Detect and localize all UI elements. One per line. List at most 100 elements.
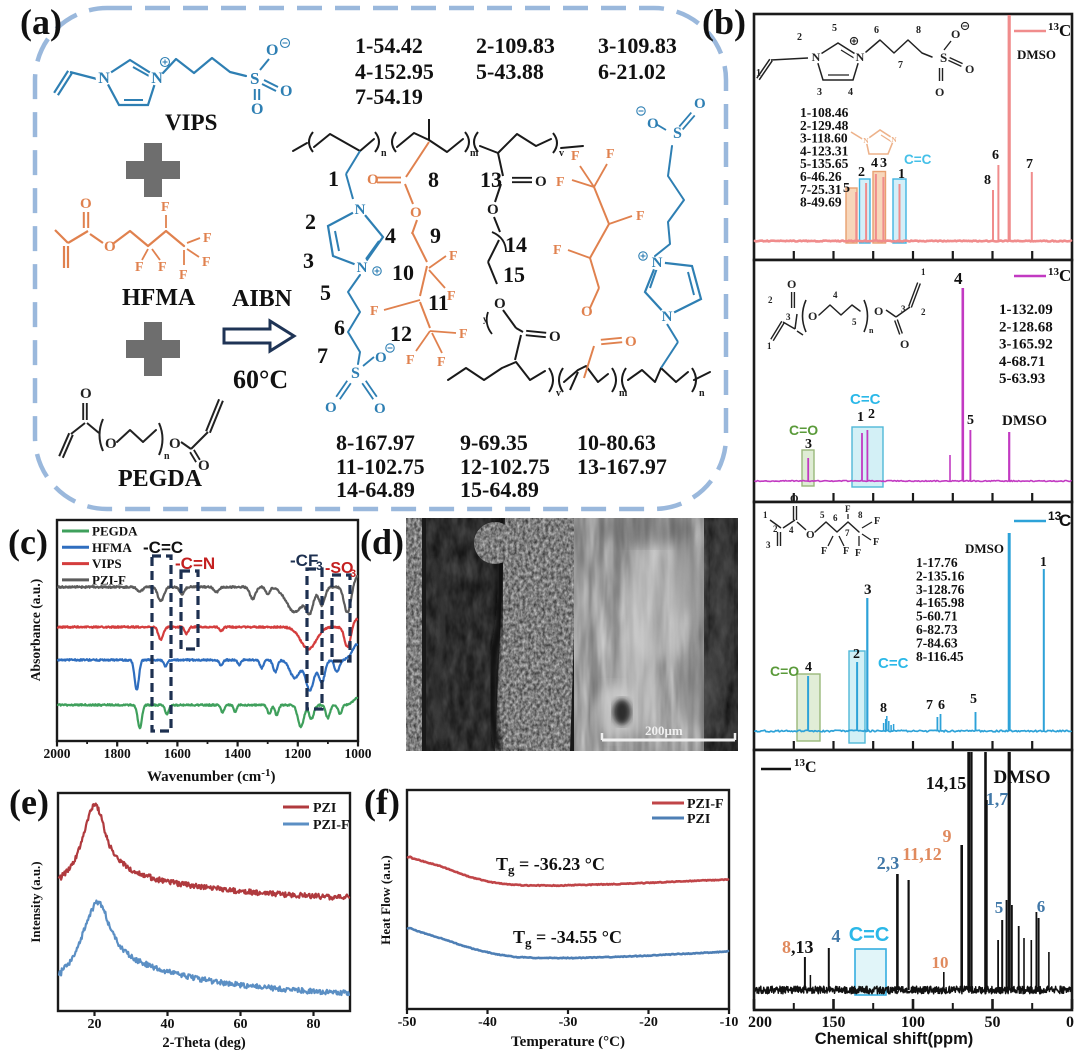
svg-text:O: O [694,96,706,112]
svg-text:S: S [940,50,947,65]
svg-text:1200: 1200 [284,746,311,761]
svg-text:-SO: -SO [325,560,353,577]
svg-text:1,7: 1,7 [986,789,1009,809]
svg-text:4: 4 [805,660,812,675]
svg-text:6-82.73: 6-82.73 [916,622,958,637]
svg-text:2: 2 [768,295,773,305]
svg-text:F: F [203,231,212,246]
svg-text:PZI-F: PZI-F [313,818,350,833]
svg-text:2: 2 [797,32,802,43]
svg-text:(c): (c) [8,522,48,562]
svg-text:5-43.88: 5-43.88 [476,59,544,84]
svg-text:3: 3 [316,559,323,573]
svg-text:(b): (b) [702,2,746,42]
svg-text:3-109.83: 3-109.83 [598,33,677,58]
svg-text:2000: 2000 [44,746,71,761]
svg-text:PEGDA: PEGDA [92,524,138,539]
svg-text:14-64.89: 14-64.89 [336,477,415,502]
svg-text:0: 0 [1066,1014,1074,1031]
svg-text:F: F [449,249,458,264]
svg-text:F: F [437,355,446,370]
svg-text:3: 3 [901,304,906,314]
svg-text:13: 13 [1048,266,1060,278]
svg-text:4: 4 [871,156,878,171]
svg-text:100: 100 [901,1014,925,1031]
svg-text:5: 5 [843,181,850,196]
svg-text:1: 1 [921,267,926,277]
svg-text:5-60.71: 5-60.71 [916,609,958,624]
svg-text:VIPS: VIPS [92,556,122,571]
svg-text:10-80.63: 10-80.63 [577,430,656,455]
svg-text:1: 1 [857,410,864,425]
svg-text:O: O [790,493,799,505]
svg-text:4: 4 [848,87,853,98]
svg-text:2: 2 [858,165,865,180]
svg-text:F: F [135,260,144,275]
svg-text:6: 6 [874,25,879,36]
svg-text:(a): (a) [20,2,62,42]
svg-text:O: O [935,85,944,99]
svg-text:13: 13 [1048,21,1060,33]
svg-text:Intensity (a.u.): Intensity (a.u.) [28,861,43,942]
svg-text:O: O [487,202,499,218]
svg-text:F: F [179,268,188,283]
svg-text:Absorbance (a.u.): Absorbance (a.u.) [28,579,43,681]
svg-text:2-129.48: 2-129.48 [800,118,849,133]
svg-text:O: O [494,296,506,312]
svg-text:11: 11 [428,290,449,315]
svg-text:11,12: 11,12 [902,844,942,864]
svg-text:(e): (e) [9,782,49,822]
svg-text:O: O [105,436,117,452]
svg-text:n: n [381,148,387,159]
svg-text:40: 40 [161,1017,175,1032]
svg-text:N: N [812,50,821,64]
svg-text:Tg = -36.23 °C: Tg = -36.23 °C [496,854,605,877]
svg-text:8: 8 [984,173,991,188]
svg-text:C=C: C=C [850,391,881,408]
svg-text:5: 5 [995,898,1004,917]
svg-text:6: 6 [992,148,999,163]
svg-text:F: F [571,149,580,164]
svg-text:14: 14 [505,232,527,257]
svg-text:O: O [198,458,210,474]
svg-text:20: 20 [88,1017,102,1032]
svg-text:v: v [556,388,561,399]
svg-text:(f): (f) [364,782,400,822]
svg-text:O: O [806,529,815,541]
svg-text:O: O [625,334,637,350]
svg-text:O: O [266,42,278,59]
svg-text:N: N [856,50,865,64]
svg-text:S: S [673,125,682,142]
svg-text:4: 4 [385,223,396,248]
svg-text:DMSO: DMSO [1002,413,1047,429]
svg-text:C=C: C=C [849,924,890,946]
svg-text:2: 2 [773,524,778,534]
svg-text:F: F [845,504,851,514]
svg-text:F: F [821,546,827,557]
svg-text:13: 13 [480,167,502,192]
svg-text:F: F [873,537,879,548]
svg-text:1-17.76: 1-17.76 [916,555,958,570]
svg-text:Chemical shift(ppm): Chemical shift(ppm) [815,1030,974,1048]
svg-text:6: 6 [938,698,945,713]
svg-text:50: 50 [985,1014,1001,1031]
svg-text:F: F [202,255,211,270]
svg-text:C: C [805,759,817,776]
svg-text:O: O [104,239,116,255]
svg-text:O: O [280,83,292,100]
svg-text:10: 10 [392,260,414,285]
svg-text:3: 3 [817,87,822,98]
svg-text:4: 4 [833,290,838,300]
svg-text:2-Theta (deg): 2-Theta (deg) [162,1035,246,1051]
svg-text:Wavenumber (cm-1): Wavenumber (cm-1) [147,767,275,785]
svg-text:7: 7 [898,60,903,71]
svg-text:O: O [787,277,796,291]
svg-text:C: C [1059,21,1071,40]
svg-text:v: v [559,148,564,159]
svg-text:5: 5 [967,413,974,428]
svg-text:F: F [636,209,645,224]
svg-text:HFMA: HFMA [92,540,132,555]
svg-text:N: N [151,70,163,87]
svg-text:12: 12 [390,321,412,346]
svg-text:14,15: 14,15 [926,773,967,793]
